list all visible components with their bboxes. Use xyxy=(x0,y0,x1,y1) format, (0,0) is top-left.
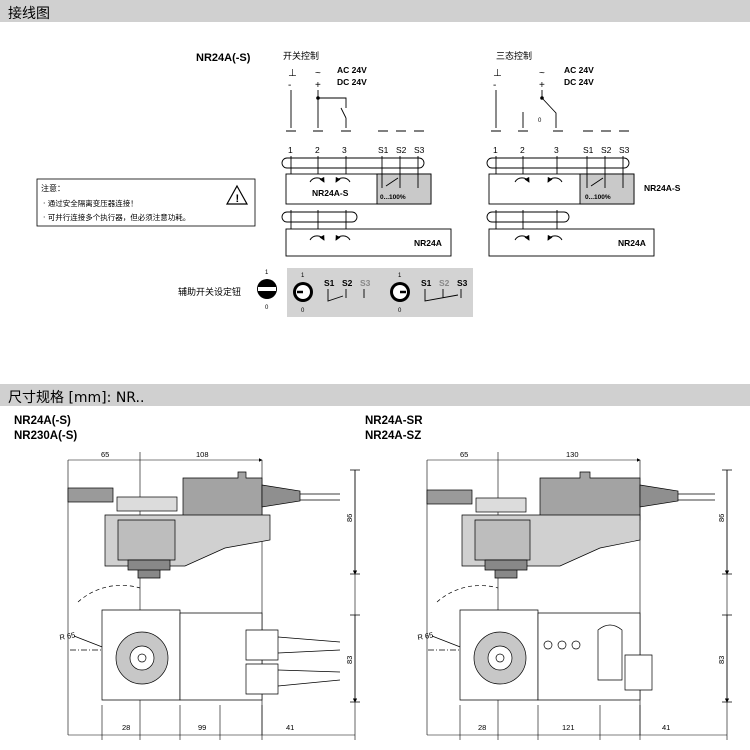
left-heading: 开关控制 xyxy=(283,50,319,62)
right-switch-state-0: 0 xyxy=(538,118,542,124)
right-box-lower-label: NR24A xyxy=(618,238,646,248)
aux-b-mark-1: 1 xyxy=(398,273,402,279)
left-aux-s3: S3 xyxy=(414,145,425,155)
dimension-drawing-left: 65 108 86 R 65 83 28 99 41 xyxy=(59,450,360,740)
aux-a-s1: S1 xyxy=(324,278,335,288)
wiring-diagram-right: 三态控制 ⊥ - ~ + AC 24V DC 24V 0 1 2 3 S1 S2… xyxy=(486,50,681,257)
left-dim-height: 86 xyxy=(345,514,354,522)
section-title-wiring: 接线图 xyxy=(8,6,50,22)
right-dim-height: 86 xyxy=(717,514,726,522)
aux-b-mark-0: 0 xyxy=(398,308,402,314)
dial-mark-0: 0 xyxy=(265,305,269,311)
right-aux-s3: S3 xyxy=(619,145,630,155)
right-dim-radius: R 65 xyxy=(417,630,434,642)
aux-a-s3: S3 xyxy=(360,278,371,288)
right-ground-symbol: ⊥ xyxy=(493,68,502,79)
right-plus-sign: + xyxy=(539,80,545,91)
right-dim-bottom-a: 28 xyxy=(478,723,486,732)
dimensions-left-models: NR24A(-S) NR230A(-S) xyxy=(14,415,78,442)
left-plus-sign: + xyxy=(315,80,321,91)
warning-icon: ! xyxy=(225,184,249,205)
left-dim-bottom-b: 99 xyxy=(198,723,206,732)
left-dim-side: 83 xyxy=(345,656,354,664)
left-dim-bottom-c: 41 xyxy=(286,723,294,732)
aux-switch-label: 辅助开关设定钮 xyxy=(178,286,241,298)
note-line-2: · 可并行连接多个执行器，但必须注意功耗。 xyxy=(43,212,190,222)
svg-text:!: ! xyxy=(236,193,240,205)
right-dim-top-b: 130 xyxy=(566,450,579,459)
left-aux-s1: S1 xyxy=(378,145,389,155)
aux-b-s2: S2 xyxy=(439,278,450,288)
section-bar-dimensions: 尺寸规格 [mm]: NR.. xyxy=(0,384,750,406)
right-minus-sign: - xyxy=(493,80,496,91)
left-ac-symbol: ~ xyxy=(315,68,321,79)
left-voltage-dc: DC 24V xyxy=(337,77,367,87)
left-dim-top-b: 108 xyxy=(196,450,209,459)
left-voltage-ac: AC 24V xyxy=(337,65,367,75)
right-aux-s1: S1 xyxy=(583,145,594,155)
right-dim-bottom-c: 41 xyxy=(662,723,670,732)
dimensions-right-models: NR24A-SR NR24A-SZ xyxy=(365,415,423,442)
left-dim-top-a: 65 xyxy=(101,450,109,459)
section-bar-wiring: 接线图 xyxy=(0,0,750,22)
setting-dial-icon: 1 0 xyxy=(257,270,277,311)
wiring-model: NR24A(-S) xyxy=(196,52,251,64)
aux-b-s3: S3 xyxy=(457,278,468,288)
left-box-upper-label: NR24A-S xyxy=(312,188,349,198)
left-terminal-1: 1 xyxy=(288,145,293,155)
right-terminal-2: 2 xyxy=(520,145,525,155)
right-terminal-1: 1 xyxy=(493,145,498,155)
right-ac-symbol: ~ xyxy=(539,68,545,79)
left-minus-sign: - xyxy=(288,80,291,91)
right-box-upper-label: NR24A-S xyxy=(644,183,681,193)
right-dim-top-a: 65 xyxy=(460,450,468,459)
left-ground-symbol: ⊥ xyxy=(288,68,297,79)
aux-a-s2: S2 xyxy=(342,278,353,288)
note-title: 注意： xyxy=(41,183,65,193)
right-voltage-ac: AC 24V xyxy=(564,65,594,75)
left-box-lower-label: NR24A xyxy=(414,238,442,248)
right-aux-range: 0...100% xyxy=(585,194,611,201)
left-terminal-3: 3 xyxy=(342,145,347,155)
aux-position-a: 1 0 S1 S2 S3 xyxy=(293,273,371,314)
wiring-diagram-left: 开关控制 ⊥ - ~ + AC 24V DC 24V 1 2 3 S1 S2 S… xyxy=(281,50,452,257)
aux-b-s1: S1 xyxy=(421,278,432,288)
aux-a-mark-0: 0 xyxy=(301,308,305,314)
section-title-dimensions: 尺寸规格 [mm]: NR.. xyxy=(8,390,145,406)
right-voltage-dc: DC 24V xyxy=(564,77,594,87)
right-dim-bottom-b: 121 xyxy=(562,723,575,732)
dimension-drawing-right: 65 130 86 R 65 83 28 121 41 xyxy=(417,450,732,740)
aux-a-mark-1: 1 xyxy=(301,273,305,279)
right-terminal-3: 3 xyxy=(554,145,559,155)
left-terminal-2: 2 xyxy=(315,145,320,155)
left-dim-bottom-a: 28 xyxy=(122,723,130,732)
right-dim-side: 83 xyxy=(717,656,726,664)
dial-mark-1: 1 xyxy=(265,270,269,276)
left-dim-radius: R 65 xyxy=(59,630,76,642)
note-line-1: · 通过安全隔离变压器连接！ xyxy=(43,198,138,208)
aux-switch-setting: 辅助开关设定钮 1 0 1 0 S1 S2 S3 1 0 S1 S2 xyxy=(178,268,473,317)
left-aux-range: 0...100% xyxy=(380,194,406,201)
right-aux-s2: S2 xyxy=(601,145,612,155)
left-aux-s2: S2 xyxy=(396,145,407,155)
aux-position-b: 1 0 S1 S2 S3 xyxy=(390,273,468,314)
right-heading: 三态控制 xyxy=(496,50,532,62)
note-box: 注意： · 通过安全隔离变压器连接！ · 可并行连接多个执行器，但必须注意功耗。… xyxy=(36,178,256,227)
